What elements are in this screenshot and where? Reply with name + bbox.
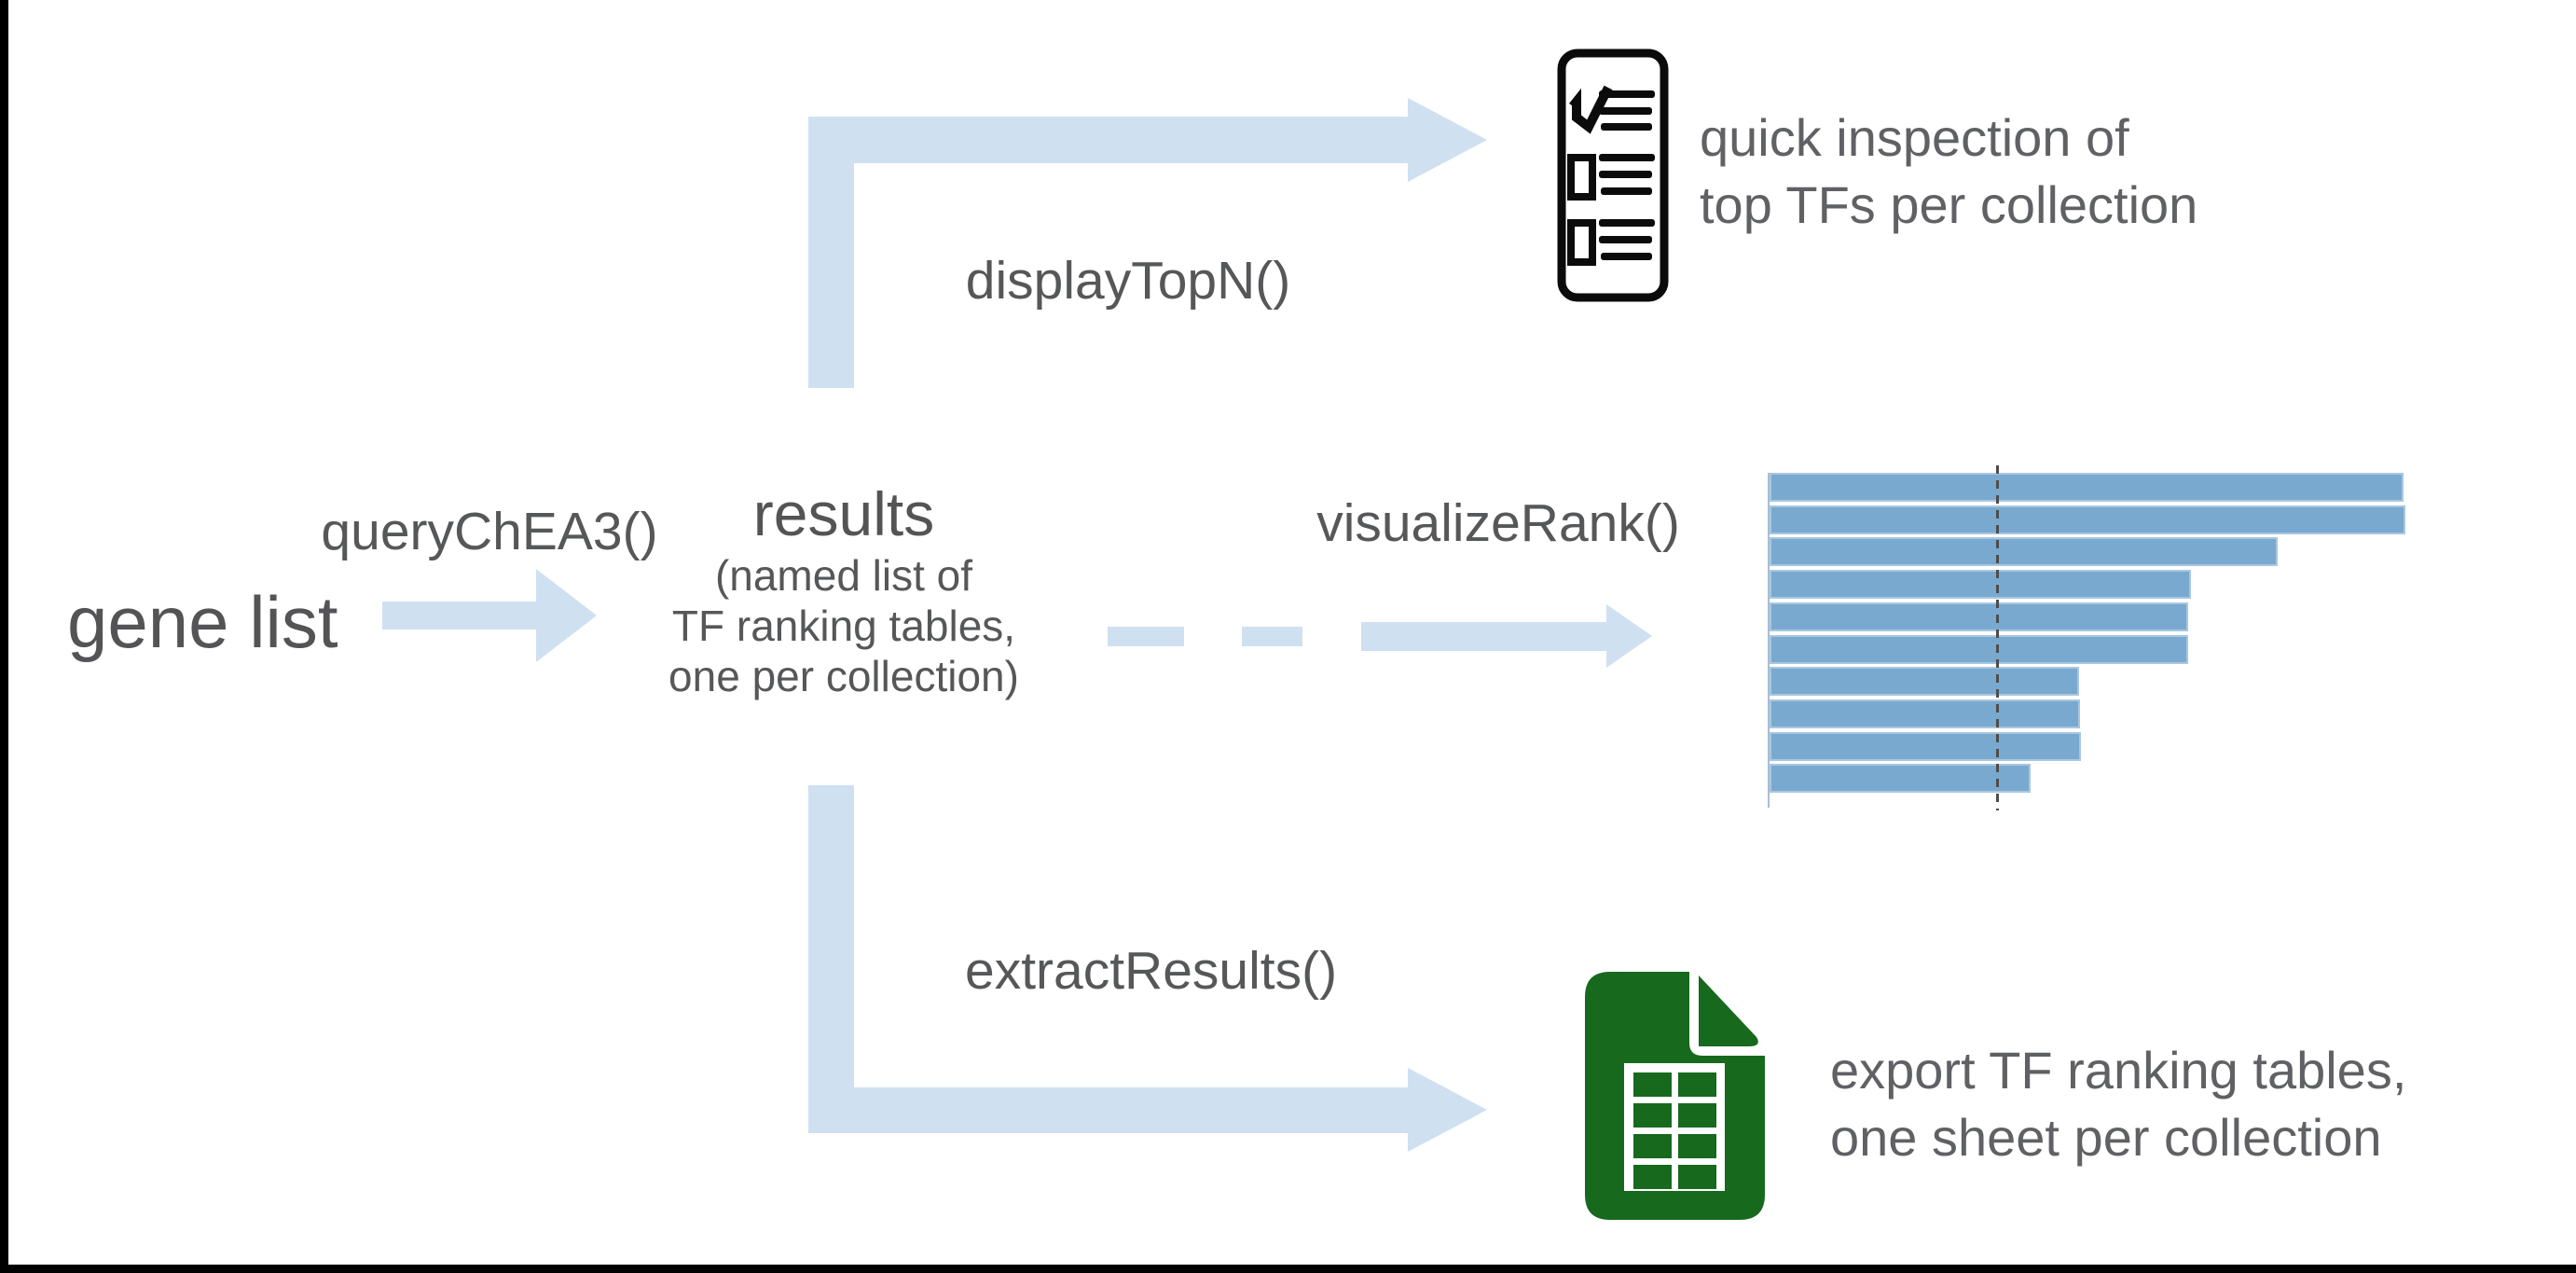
query-chea3-label: queryChEA3(): [321, 502, 658, 561]
inspect-caption: quick inspection of top TFs per collecti…: [1700, 104, 2197, 239]
checklist-icon: [1557, 48, 1669, 302]
bar-row: [1770, 635, 2188, 664]
display-top-n-label: displayTopN(): [965, 251, 1291, 311]
tf-rank-bar-chart: [1768, 465, 2422, 811]
bottom-elbow-arrowhead: [1408, 1068, 1487, 1152]
results-title: results: [752, 479, 935, 548]
results-subtitle-line3: one per collection): [668, 652, 1019, 700]
top-elbow-arrow-horizontal: [808, 117, 1408, 163]
inspect-caption-line2: top TFs per collection: [1700, 175, 2198, 234]
bar-row: [1770, 570, 2191, 599]
export-caption: export TF ranking tables, one sheet per …: [1830, 1037, 2406, 1171]
left-black-border: [0, 0, 8, 1273]
bar-row: [1770, 667, 2079, 696]
extract-results-label: extractResults(): [965, 941, 1338, 1001]
query-arrowhead: [536, 569, 597, 662]
export-caption-line1: export TF ranking tables,: [1830, 1041, 2407, 1100]
bar-chart-axis: [1768, 473, 1770, 808]
bar-row: [1770, 473, 2404, 502]
bottom-elbow-arrow-horizontal: [808, 1087, 1408, 1133]
query-arrow-shaft: [382, 602, 536, 630]
bar-row: [1770, 699, 2080, 728]
results-subtitle-line2: TF ranking tables,: [671, 602, 1016, 650]
bar-chart-reference-line: [1996, 465, 1999, 810]
dashed-arrow-dash2: [1242, 627, 1302, 646]
visualize-rank-label: visualizeRank(): [1316, 493, 1680, 553]
dashed-arrowhead: [1606, 604, 1652, 668]
bar-row: [1770, 764, 2031, 793]
bottom-black-border: [0, 1265, 2576, 1273]
spreadsheet-icon: [1585, 972, 1765, 1220]
inspect-caption-line1: quick inspection of: [1700, 108, 2129, 167]
bar-row: [1770, 732, 2081, 761]
bar-row: [1770, 602, 2188, 631]
results-node: results (named list of TF ranking tables…: [657, 477, 1030, 701]
bar-row: [1770, 505, 2405, 534]
export-caption-line2: one sheet per collection: [1830, 1108, 2382, 1167]
bottom-elbow-arrow-vertical: [808, 785, 854, 1133]
dashed-arrow-shaft: [1361, 622, 1606, 651]
bar-row: [1770, 537, 2278, 566]
gene-list-node: gene list: [67, 581, 338, 663]
results-subtitle-line1: (named list of: [714, 551, 973, 600]
dashed-arrow-dash1: [1108, 627, 1184, 646]
top-elbow-arrowhead: [1408, 98, 1487, 182]
